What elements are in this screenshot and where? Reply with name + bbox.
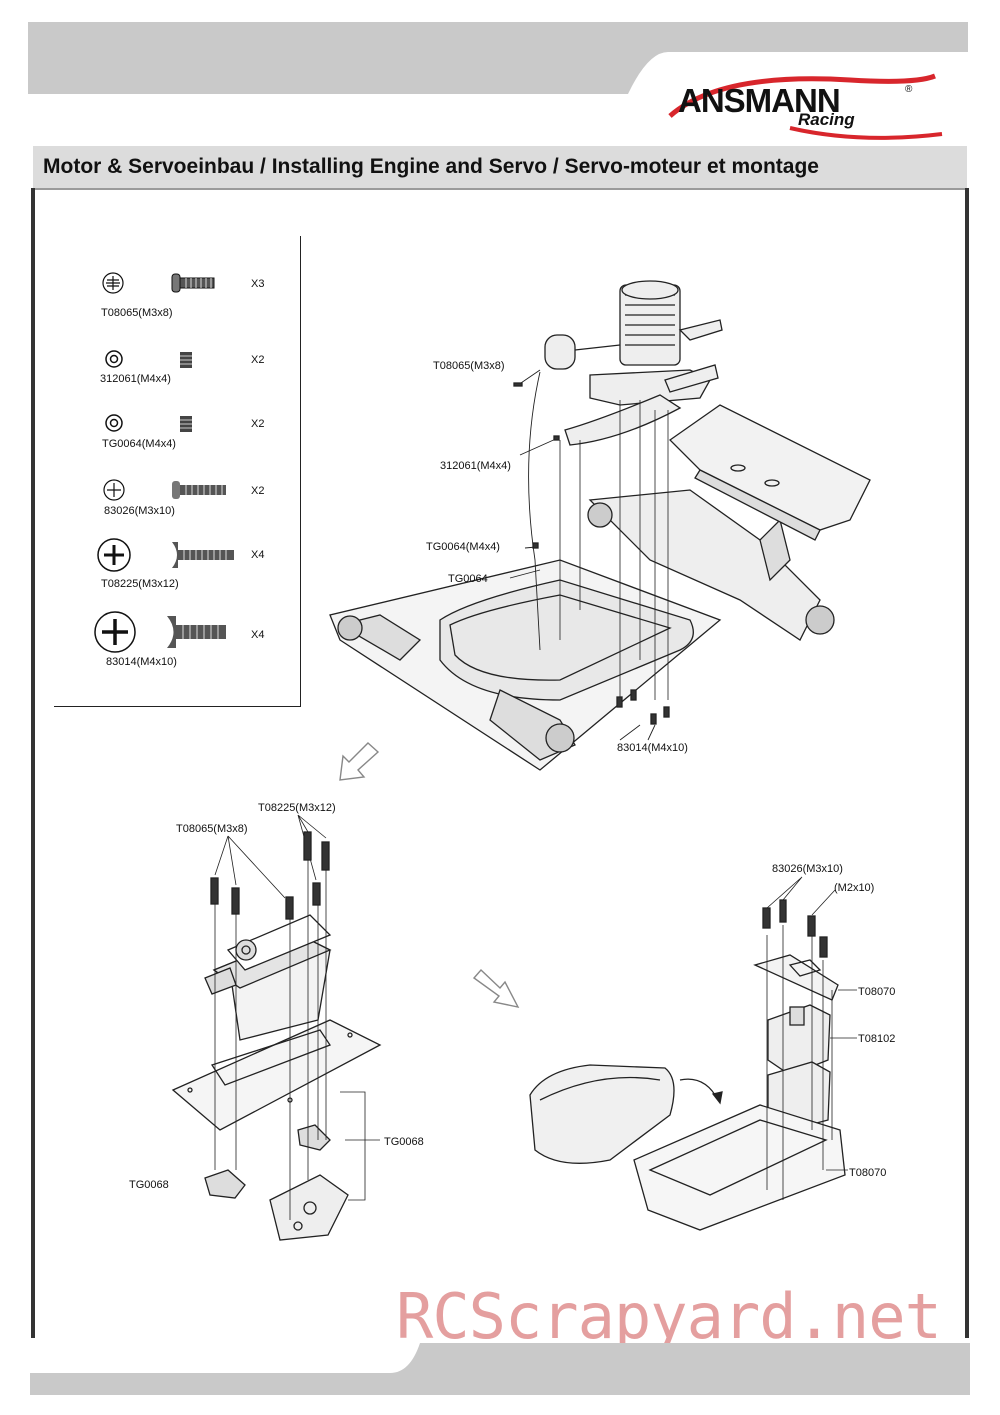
phillips-pan-head-icon [102,272,124,294]
set-screw-top-icon [105,414,123,432]
part-qty-1: X3 [251,278,265,290]
part-code-4: 83026(M3x10) [104,505,175,517]
receiver-screws [762,899,828,958]
section-title-bar: Motor & Servoeinbau / Installing Engine … [33,146,967,190]
callout-t08225: T08225(M3x12) [258,802,336,814]
part-qty-3: X2 [251,418,265,430]
phillips-flat-head-icon [94,611,136,653]
chassis-screws [616,689,670,725]
screw-side-icon [171,273,215,293]
frame-left-border [31,188,35,1338]
callout-t08065-engine: T08065(M3x8) [433,360,505,372]
parts-icons [94,272,234,653]
logo-racing: Racing [798,110,855,129]
set-screw-top-icon [105,350,123,368]
engine-drawing [544,280,723,446]
callout-t08070-bottom: T08070 [849,1167,887,1179]
screw-side-icon [172,481,226,499]
part-code-3: TG0064(M4x4) [102,438,176,450]
set-screw-side-icon [180,352,192,368]
logo-swoosh [668,73,943,140]
brand-logo: ANSMANN ® Racing [660,68,950,148]
callout-83014: 83014(M4x10) [617,742,688,754]
logo-wordmark: ANSMANN [678,82,841,119]
callout-tg0064: TG0064 [448,573,488,585]
part-code-6: 83014(M4x10) [106,656,177,668]
flow-arrow-icon [339,742,380,781]
header-band [28,22,968,94]
part-qty-6: X4 [251,629,265,641]
receiver-box-drawing [529,876,857,1231]
screw-side-icon [172,542,234,568]
frame-right-border [965,188,969,1338]
watermark: RCScrapyard.net [396,1280,942,1353]
servo-screws [210,831,330,920]
flow-arrow-icon [472,968,520,1008]
callout-t08102: T08102 [858,1033,896,1045]
logo-registered: ® [905,84,913,95]
parts-list-box: T08065(M3x8) X3 312061(M4x4) X2 TG0064(M… [54,236,301,707]
callout-83026: 83026(M3x10) [772,863,843,875]
callout-tg0064-m4x4: TG0064(M4x4) [426,541,500,553]
buggy-chassis-drawing [329,489,835,771]
part-qty-4: X2 [251,485,265,497]
callout-tg0068-right: TG0068 [384,1136,424,1148]
part-code-2: 312061(M4x4) [100,373,171,385]
part-code-1: T08065(M3x8) [101,307,173,319]
callout-t08065-servo: T08065(M3x8) [176,823,248,835]
phillips-flat-head-icon [97,538,131,572]
part-qty-5: X4 [251,549,265,561]
callout-m2x10: (M2x10) [834,882,875,894]
part-code-5: T08225(M3x12) [101,578,179,590]
screw-side-icon [167,616,226,648]
callout-tg0068-left: TG0068 [129,1179,169,1191]
page-title: Motor & Servoeinbau / Installing Engine … [43,155,819,178]
rear-wing-drawing [668,404,871,541]
servo-assembly-drawing [171,814,382,1241]
part-qty-2: X2 [251,354,265,366]
set-screw-side-icon [180,416,192,432]
callout-312061: 312061(M4x4) [440,460,511,472]
phillips-pan-head-icon [103,479,125,501]
callout-t08070-top: T08070 [858,986,896,998]
footer-band [30,1343,970,1395]
